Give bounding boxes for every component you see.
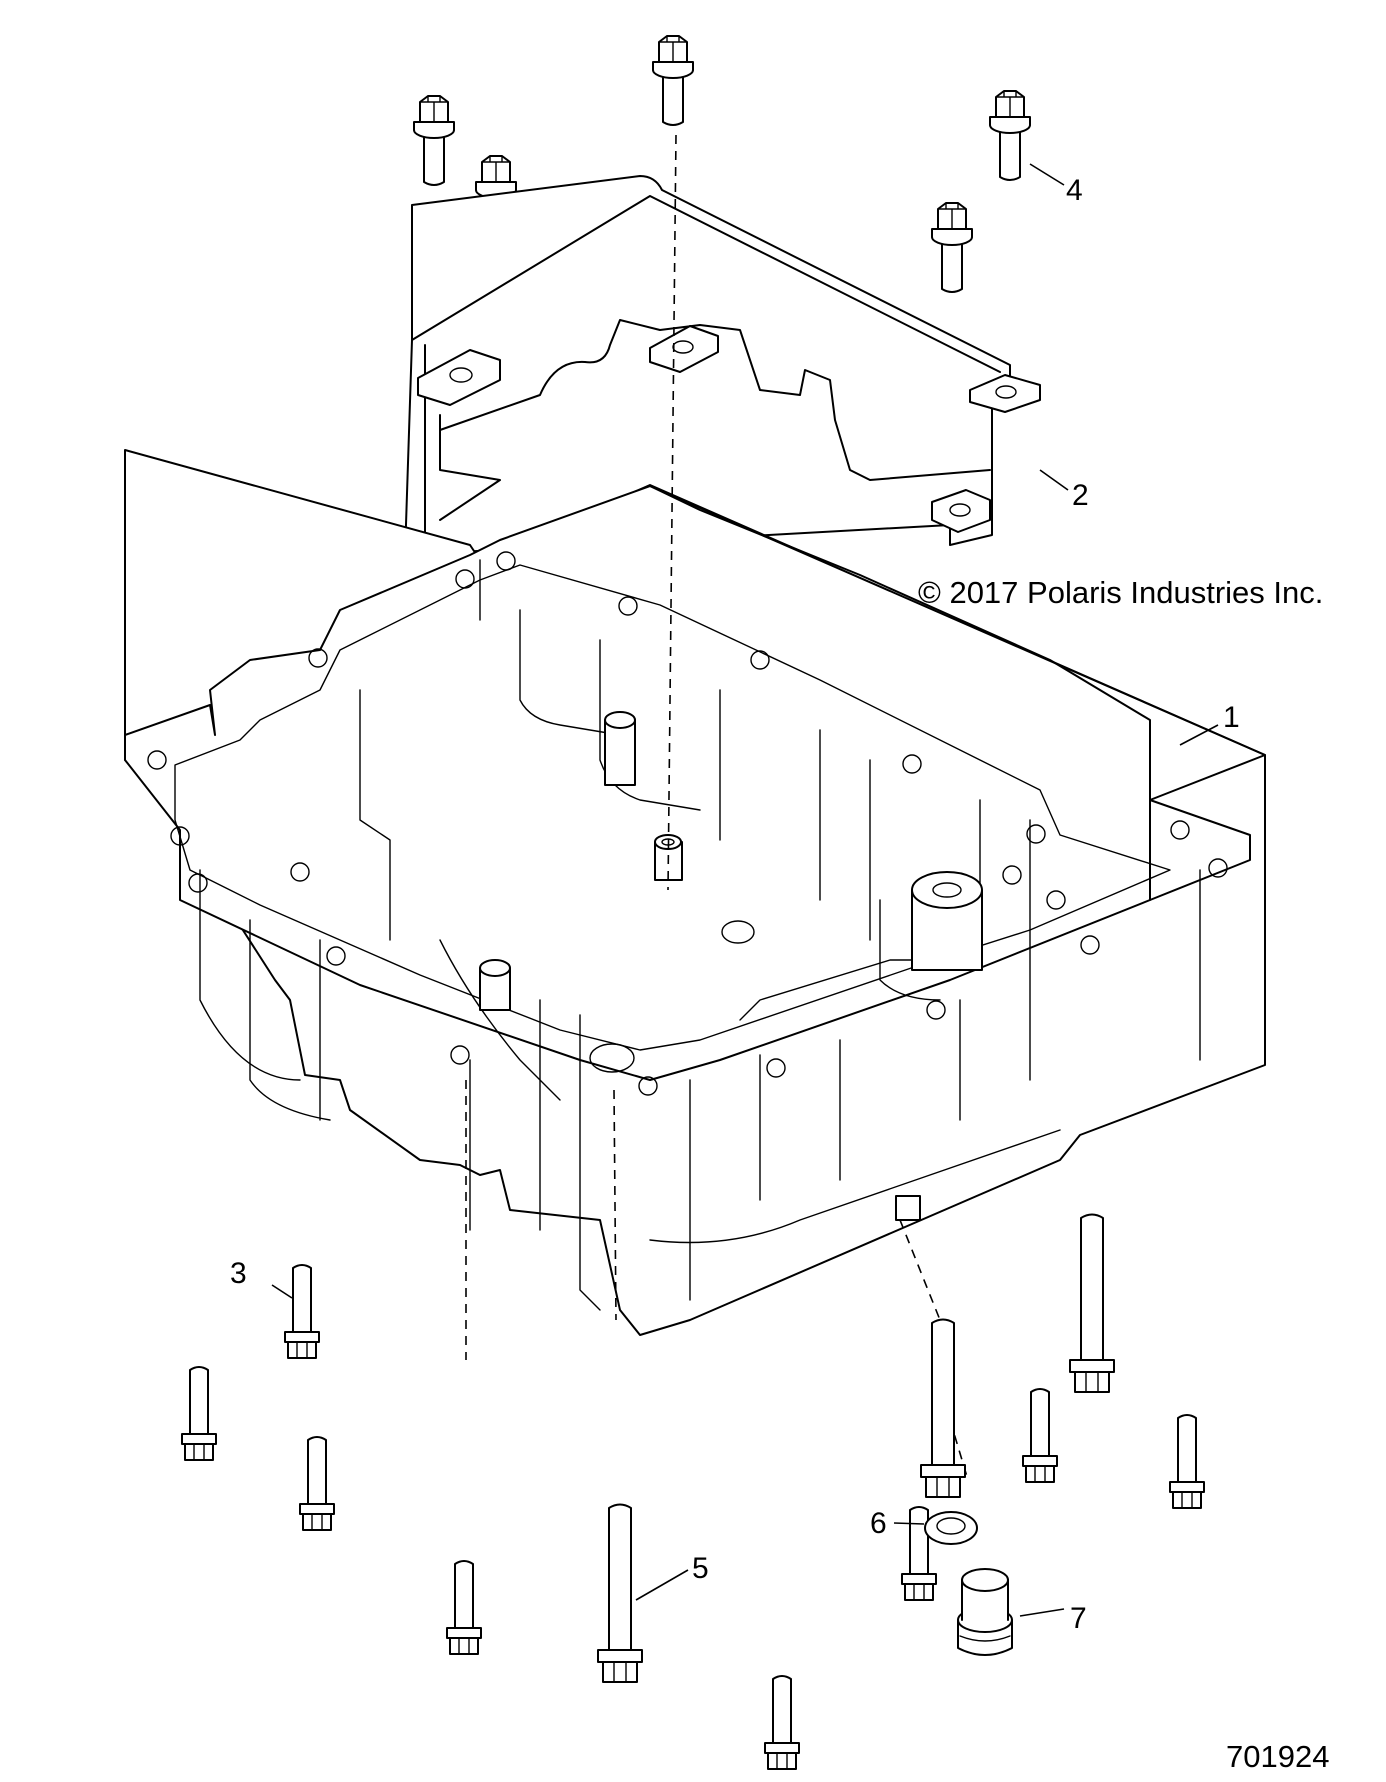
leader-lines bbox=[271, 163, 1219, 1617]
callout-7: 7 bbox=[1070, 1602, 1087, 1635]
drain-washer bbox=[924, 1511, 978, 1545]
pan-screw-short-6 bbox=[1022, 1388, 1058, 1483]
bracket-screw-1 bbox=[413, 95, 455, 186]
callout-6: 6 bbox=[870, 1507, 887, 1540]
figure-number: 701924 bbox=[1226, 1739, 1329, 1774]
callout-4: 4 bbox=[1066, 174, 1083, 207]
bracket-screw-4 bbox=[989, 90, 1031, 181]
pan-screw-long-2 bbox=[920, 1318, 966, 1498]
copyright-text: © 2017 Polaris Industries Inc. bbox=[918, 575, 1323, 610]
oil-pan bbox=[124, 449, 1266, 1336]
callout-2: 2 bbox=[1072, 479, 1089, 512]
pan-screw-long-3 bbox=[1069, 1213, 1115, 1393]
callout-3: 3 bbox=[230, 1257, 247, 1290]
baffle-bracket bbox=[404, 175, 1041, 556]
callout-1: 1 bbox=[1223, 701, 1240, 734]
callout-5: 5 bbox=[692, 1552, 709, 1585]
bracket-screw-3 bbox=[652, 35, 694, 126]
pan-screw-short-4 bbox=[446, 1560, 482, 1655]
pan-screw-short-3 bbox=[299, 1436, 335, 1531]
pan-screw-long-1 bbox=[597, 1503, 643, 1683]
pan-screw-short-2 bbox=[181, 1366, 217, 1461]
pan-screw-short-5 bbox=[764, 1675, 800, 1770]
drain-plug bbox=[957, 1568, 1013, 1656]
pan-screw-short-1 bbox=[284, 1264, 320, 1359]
pan-screw-short-8 bbox=[1169, 1414, 1205, 1509]
bracket-screw-5 bbox=[931, 202, 973, 293]
